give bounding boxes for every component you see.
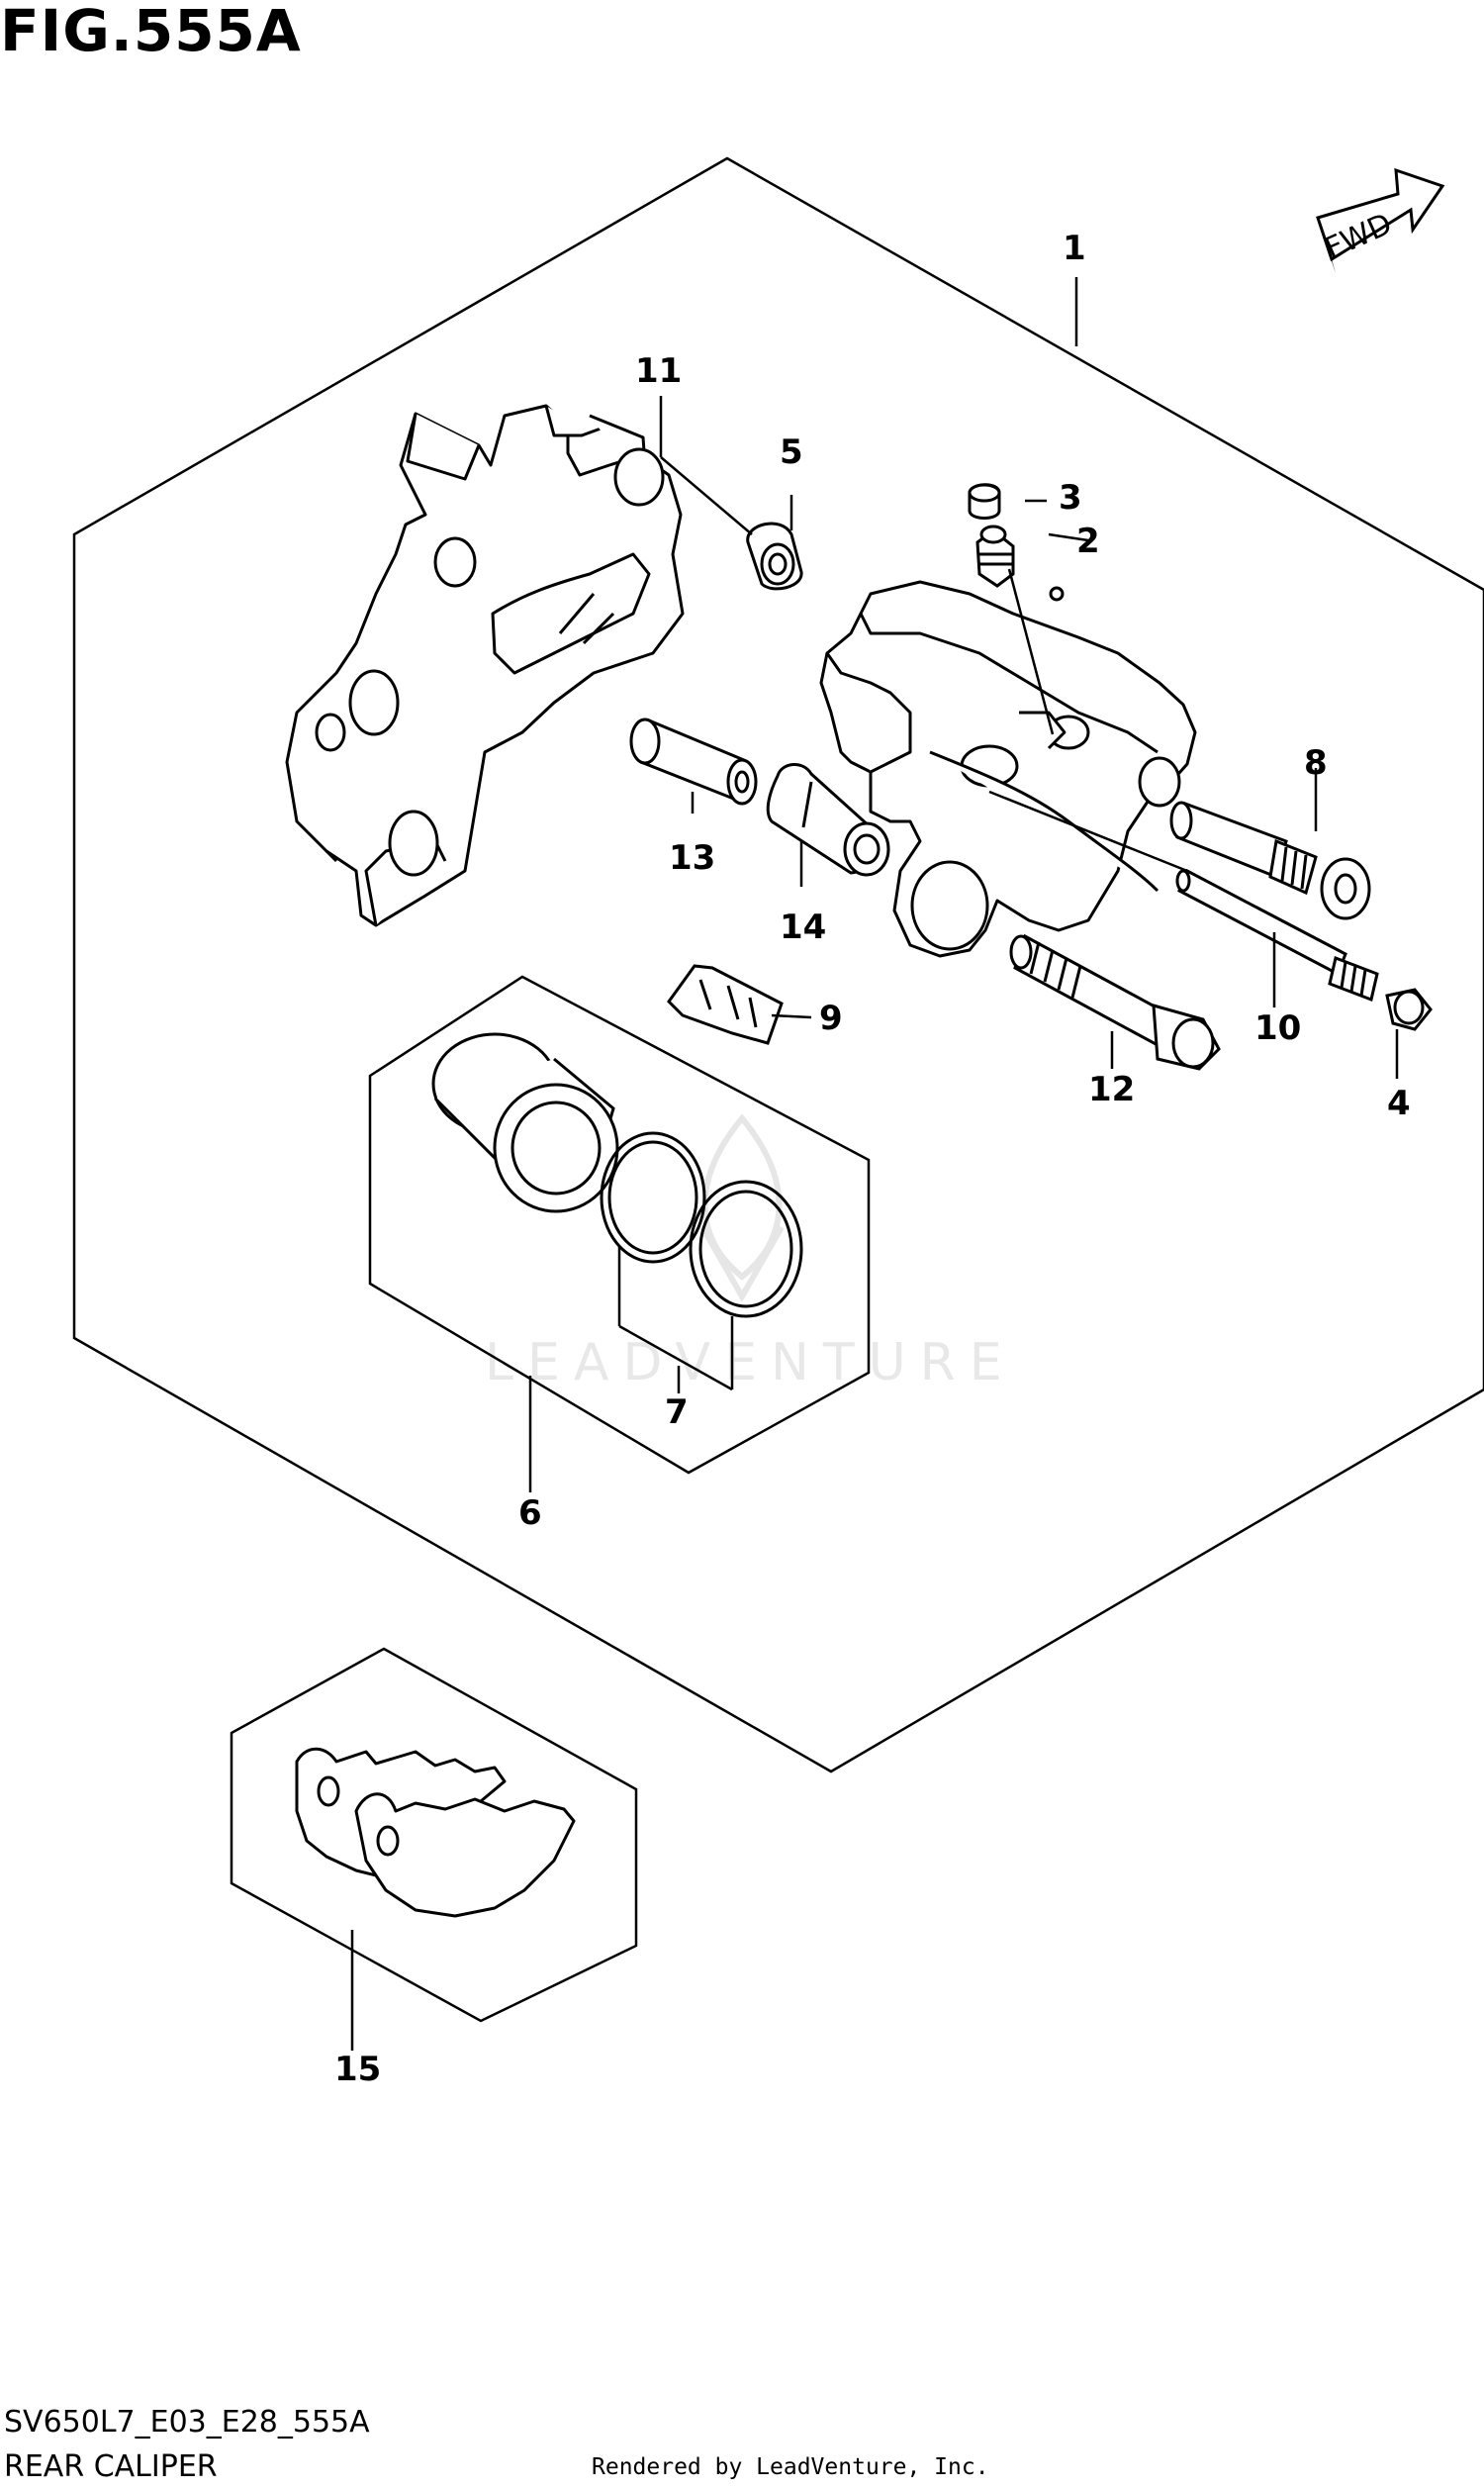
rendered-by-credit: Rendered by LeadVenture, Inc. xyxy=(592,2454,989,2480)
callout-6: 6 xyxy=(518,1493,542,1533)
figure-title: FIG.555A xyxy=(0,0,302,64)
callout-3: 3 xyxy=(1059,478,1082,518)
boot-part xyxy=(746,522,803,591)
caliper-bracket-part xyxy=(285,404,685,927)
caliper-body-part xyxy=(819,580,1197,958)
callout-13: 13 xyxy=(669,838,715,878)
sleeve-part xyxy=(629,718,758,806)
callout-12: 12 xyxy=(1088,1070,1135,1109)
callout-8: 8 xyxy=(1304,743,1328,783)
slide-pin-part xyxy=(1175,868,1379,1003)
leader-lines xyxy=(350,277,1399,2051)
callout-11: 11 xyxy=(635,351,682,391)
callout-10: 10 xyxy=(1254,1008,1301,1048)
brake-pads-part xyxy=(295,1747,576,1918)
callout-1: 1 xyxy=(1063,229,1086,268)
sleeve-boot-part xyxy=(766,763,890,877)
mounting-bolt-part xyxy=(1009,933,1221,1071)
piston-part xyxy=(431,1032,619,1213)
watermark-text: LEADVENTURE xyxy=(485,1333,1016,1392)
callout-9: 9 xyxy=(819,999,843,1038)
assembly-1-outline xyxy=(72,156,1484,1773)
plug-part xyxy=(1385,988,1433,1031)
watermark-flame-icon xyxy=(699,1113,785,1303)
pad-spring-part xyxy=(667,964,784,1045)
diagram-code: SV650L7_E03_E28_555A xyxy=(4,2405,370,2440)
callout-14: 14 xyxy=(780,908,826,947)
piston-kit-outline xyxy=(368,975,871,1475)
callout-7: 7 xyxy=(665,1392,689,1432)
fwd-arrow-icon: FWD xyxy=(1316,167,1445,273)
pad-set-outline xyxy=(230,1647,638,2023)
piston-seal-part xyxy=(600,1131,803,1318)
bleeder-cap-part xyxy=(968,483,1001,520)
callout-15: 15 xyxy=(334,2050,381,2089)
callout-5: 5 xyxy=(780,432,803,472)
caliper-pin-part xyxy=(1169,801,1371,920)
diagram-name: REAR CALIPER xyxy=(4,2449,218,2484)
callout-2: 2 xyxy=(1076,522,1100,561)
bleeder-screw-part xyxy=(975,525,1015,588)
callout-4: 4 xyxy=(1387,1084,1411,1123)
